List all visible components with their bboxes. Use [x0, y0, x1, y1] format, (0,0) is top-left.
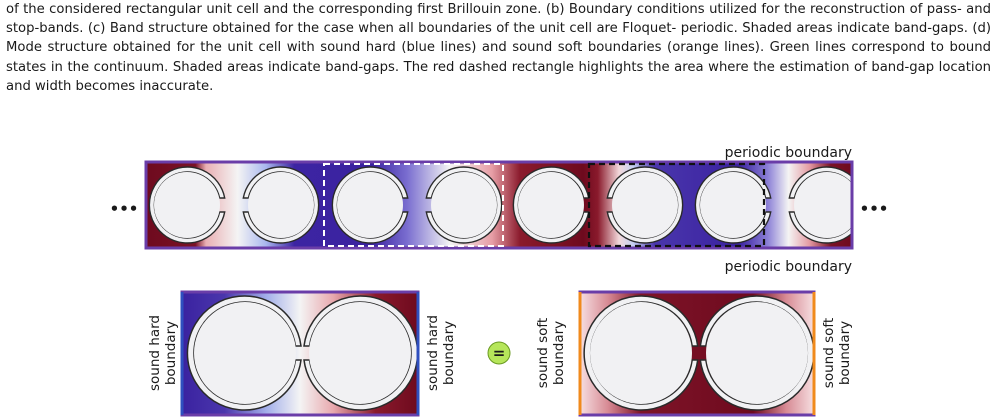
caption-line-5: red dashed rectangle highlights the area…	[6, 59, 992, 94]
svg-text:sound hard: sound hard	[425, 315, 441, 391]
svg-text:sound soft: sound soft	[535, 318, 551, 388]
caption-line-4: soft boundaries (orange lines). Green li…	[6, 40, 991, 75]
periodic-strip	[144, 160, 854, 250]
svg-text:boundary: boundary	[551, 321, 567, 385]
svg-text:sound hard: sound hard	[147, 315, 163, 391]
svg-text:boundary: boundary	[163, 321, 179, 385]
sound-hard-left-label: sound hard boundary	[147, 315, 179, 391]
svg-text:sound soft: sound soft	[821, 318, 837, 388]
left-ellipsis: •••	[110, 200, 139, 218]
right-ellipsis: •••	[860, 200, 889, 218]
periodic-strip-holes	[148, 166, 852, 244]
caption-line-1: of the considered rectangular unit cell …	[6, 2, 811, 17]
equals-badge: =	[487, 341, 511, 365]
bottom-periodic-boundary-label: periodic boundary	[725, 259, 852, 275]
sound-soft-right-label: sound soft boundary	[821, 318, 853, 388]
periodic-strip-frame	[144, 160, 854, 250]
sound-hard-cell	[180, 290, 420, 417]
sound-soft-cell	[578, 290, 816, 417]
unit-cell-outline-white	[323, 163, 504, 247]
sound-hard-right-label: sound hard boundary	[425, 315, 457, 391]
caption-line-3: periodic. Shaded areas indicate band-gap…	[6, 21, 991, 56]
equals-circle	[487, 341, 511, 365]
caption-line-2: reconstruction of pass- and stop-bands. …	[6, 2, 991, 37]
sound-soft-left-label: sound soft boundary	[535, 318, 567, 388]
top-periodic-boundary-label: periodic boundary	[725, 145, 852, 161]
unit-cell-outline-black	[587, 162, 766, 248]
equals-symbol: =	[493, 344, 506, 362]
svg-text:boundary: boundary	[441, 321, 457, 385]
svg-text:boundary: boundary	[837, 321, 853, 385]
figure-caption: of the considered rectangular unit cell …	[6, 0, 991, 96]
